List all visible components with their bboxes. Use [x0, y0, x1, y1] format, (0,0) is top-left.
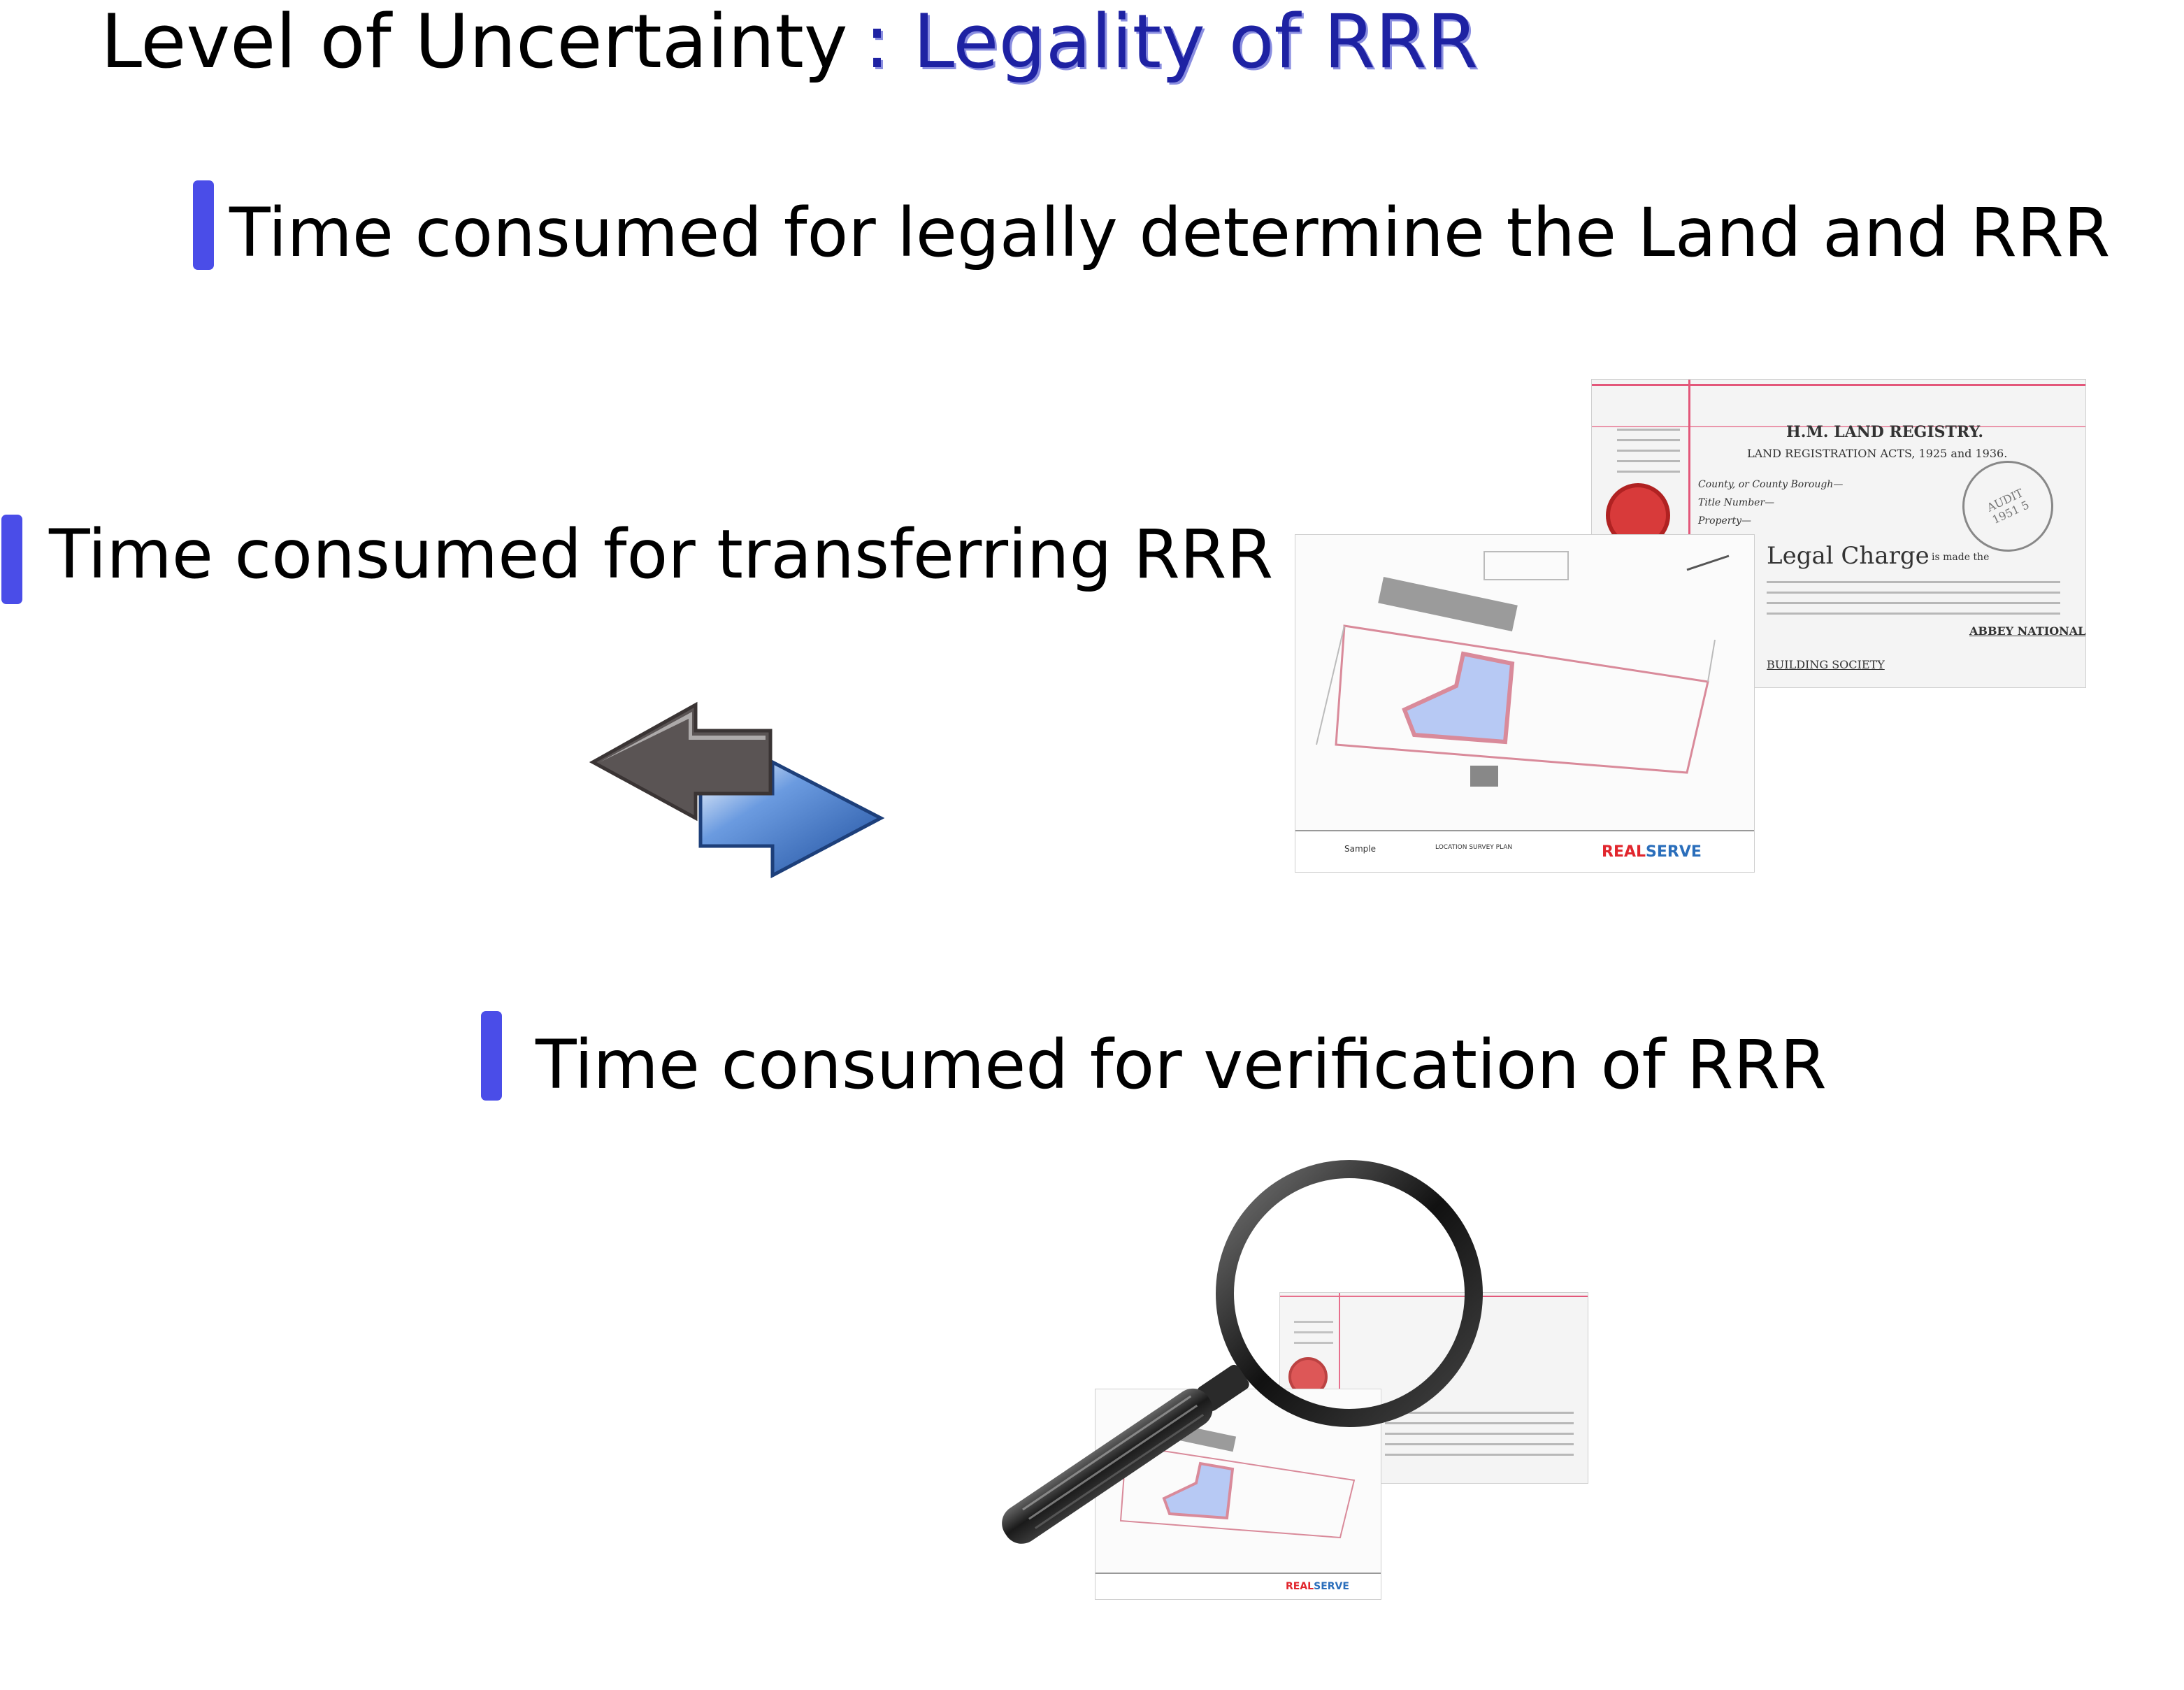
bullet-bar-1: [193, 180, 214, 270]
deed-acts: LAND REGISTRATION ACTS, 1925 and 1936.: [1747, 447, 2008, 460]
audit-stamp-text: AUDIT 1951 5: [1985, 486, 2032, 527]
bullet-text-transferring: Time consumed for transferring RRR: [49, 515, 1274, 594]
realserve-logo-small: REALSERVE: [1286, 1581, 1349, 1592]
audit-stamp: AUDIT 1951 5: [1947, 445, 2069, 567]
deed-property: Property—: [1698, 515, 1752, 527]
deed-legal-charge: Legal Charge: [1767, 542, 1930, 570]
logo-serve-small: SERVE: [1314, 1581, 1349, 1592]
deed-society: ABBEY NATIONAL: [1969, 624, 2086, 638]
deed-county: County, or County Borough—: [1698, 479, 1844, 490]
title-subtitle: : Legality of RRR: [864, 0, 1479, 85]
survey-sample-label: Sample: [1344, 844, 1376, 854]
exchange-arrows-icon: [587, 699, 888, 888]
bullet-text-verification: Time consumed for verification of RRR: [536, 1026, 1827, 1104]
survey-plan-title: LOCATION SURVEY PLAN: [1435, 844, 1513, 851]
realserve-logo: REALSERVE: [1602, 843, 1702, 861]
title-main: Level of Uncertainty: [101, 0, 848, 85]
deed-made-the: is made the: [1932, 552, 1990, 563]
deed-building-society: BUILDING SOCIETY: [1767, 658, 1885, 671]
bullet-bar-2: [1, 515, 22, 604]
logo-real: REAL: [1602, 843, 1646, 861]
deed-heading: H.M. LAND REGISTRY.: [1786, 423, 1984, 441]
location-survey-plan-image: Sample LOCATION SURVEY PLAN REALSERVE: [1295, 534, 1755, 873]
magnifying-glass-icon: [958, 1160, 1517, 1552]
slide-title: Level of Uncertainty: Legality of RRR: [101, 0, 1478, 84]
bullet-text-legally-determine: Time consumed for legally determine the …: [229, 194, 2111, 272]
bullet-bar-3: [481, 1011, 502, 1101]
logo-serve: SERVE: [1646, 843, 1702, 861]
deed-title-number: Title Number—: [1698, 497, 1775, 508]
logo-real-small: REAL: [1286, 1581, 1314, 1592]
